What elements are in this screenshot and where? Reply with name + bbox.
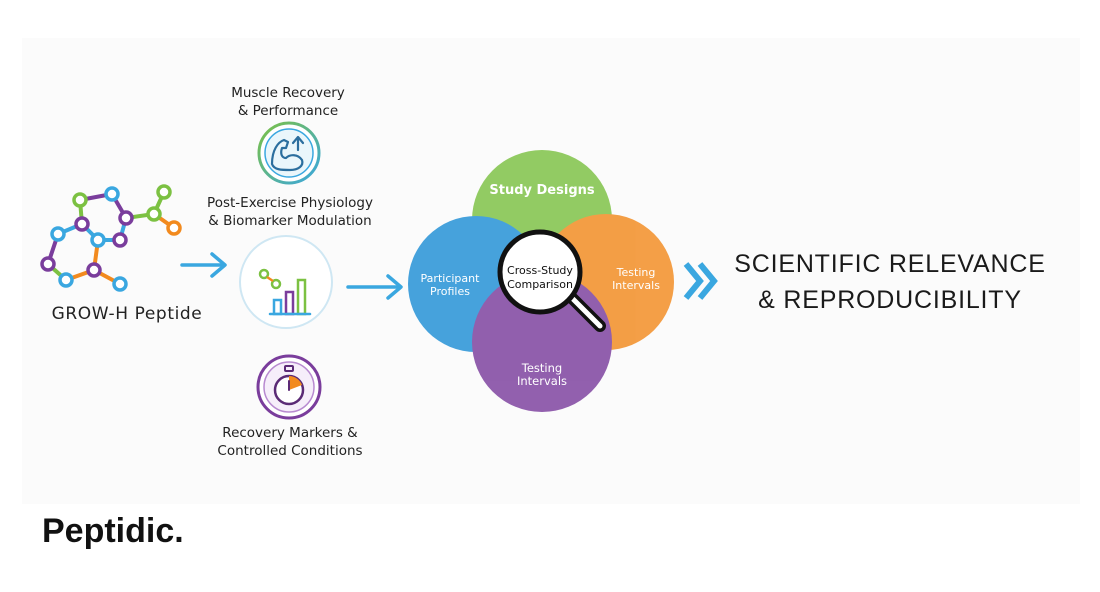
arrow-right-icon bbox=[180, 252, 227, 278]
venn-label-right-2: Intervals bbox=[612, 279, 660, 292]
outcome-line-1: SCIENTIFIC RELEVANCE bbox=[734, 250, 1046, 278]
magnifier-icon bbox=[497, 229, 606, 332]
venn-diagram: Study Designs Participant Profiles Testi… bbox=[408, 150, 674, 412]
outcome-line-2: & REPRODUCIBILITY bbox=[758, 286, 1022, 314]
double-chevron-right-icon bbox=[683, 262, 718, 300]
venn-label-center-2: Comparison bbox=[507, 278, 573, 291]
venn-label-left-2: Profiles bbox=[430, 285, 470, 298]
focus-label-physiology: Post-Exercise Physiology & Biomarker Mod… bbox=[207, 195, 373, 229]
biomarker-chart-icon bbox=[239, 235, 333, 329]
venn-label-right-1: Testing bbox=[616, 266, 656, 279]
venn-label-left-1: Participant bbox=[421, 272, 481, 285]
molecule-icon bbox=[40, 184, 182, 292]
venn-label-bottom-2: Intervals bbox=[517, 374, 567, 388]
stopwatch-icon bbox=[256, 354, 322, 420]
arrow-right-icon bbox=[346, 274, 403, 300]
focus-label-muscle: Muscle Recovery & Performance bbox=[231, 85, 345, 119]
focus-label-recovery: Recovery Markers & Controlled Conditions bbox=[217, 425, 363, 459]
venn-label-bottom-1: Testing bbox=[521, 361, 562, 375]
venn-label-center-1: Cross-Study bbox=[507, 264, 573, 277]
brand-logo-text: Peptidic. bbox=[42, 512, 184, 550]
venn-label-top: Study Designs bbox=[489, 183, 595, 198]
molecule-label: GROW-H Peptide bbox=[51, 304, 203, 324]
muscle-flex-icon bbox=[257, 121, 321, 185]
